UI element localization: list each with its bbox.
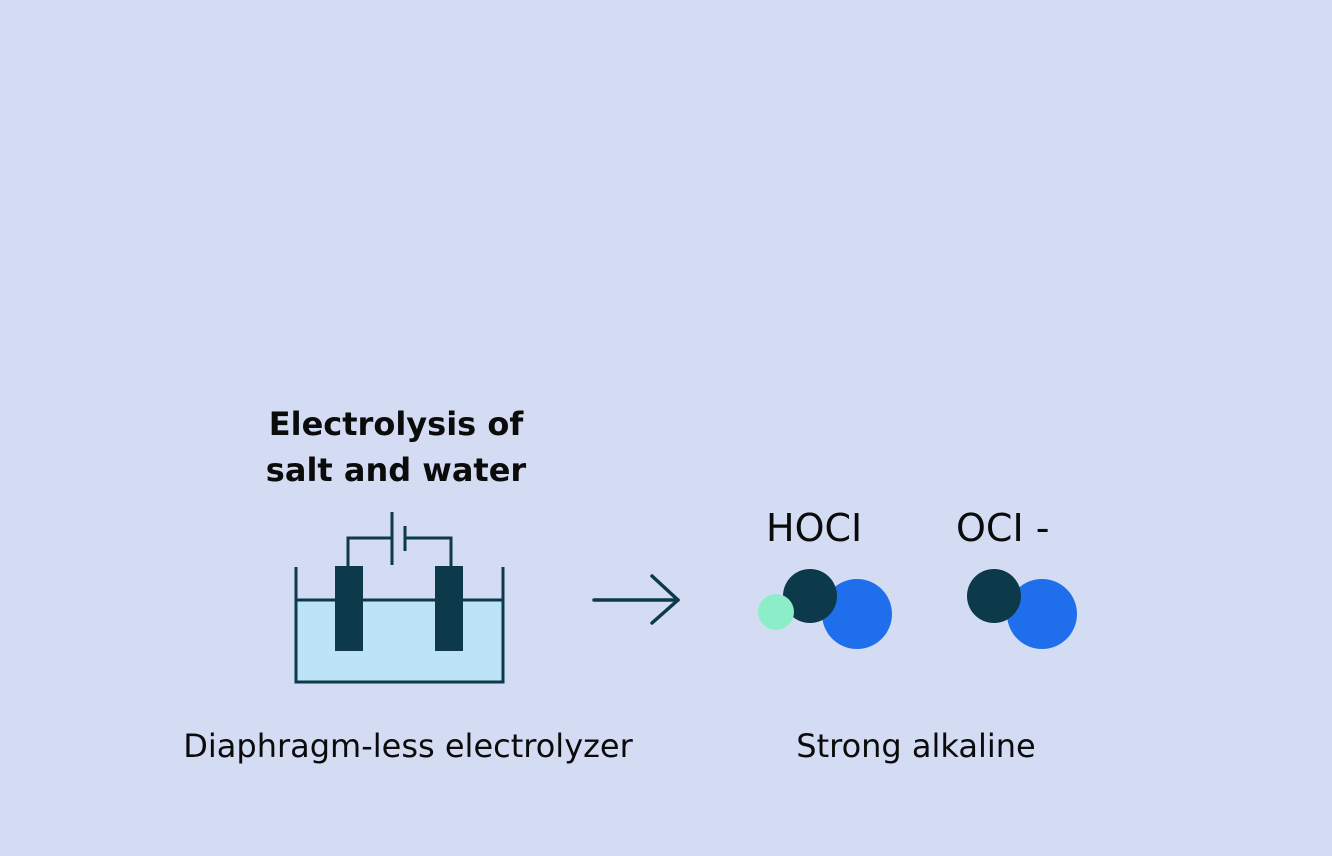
electrolyte-liquid [297,600,502,681]
hocl-formula: HOCI [766,506,863,550]
hocl-molecule-icon [758,569,892,649]
chlorine-atom [1007,579,1077,649]
electrode-left [335,566,363,651]
electrolyzer-icon [294,512,505,684]
electrolyzer-tank [294,567,505,684]
chlorine-atom [822,579,892,649]
ocl-ion-icon [967,569,1077,649]
process-title-line-2: salt and water [265,451,527,489]
process-title-line-1: Electrolysis of [268,405,524,443]
electrode-right [435,566,463,651]
ocl-formula: OCI - [956,506,1050,550]
arrow-right-icon [592,574,680,625]
hydrogen-atom [758,594,794,630]
electrolyzer-label: Diaphragm-less electrolyzer [183,727,633,765]
oxygen-atom [967,569,1021,623]
result-label: Strong alkaline [796,727,1036,765]
oxygen-atom [783,569,837,623]
process-title: Electrolysis of salt and water [250,401,542,493]
wire-left [346,536,392,566]
wire-right [405,536,453,566]
